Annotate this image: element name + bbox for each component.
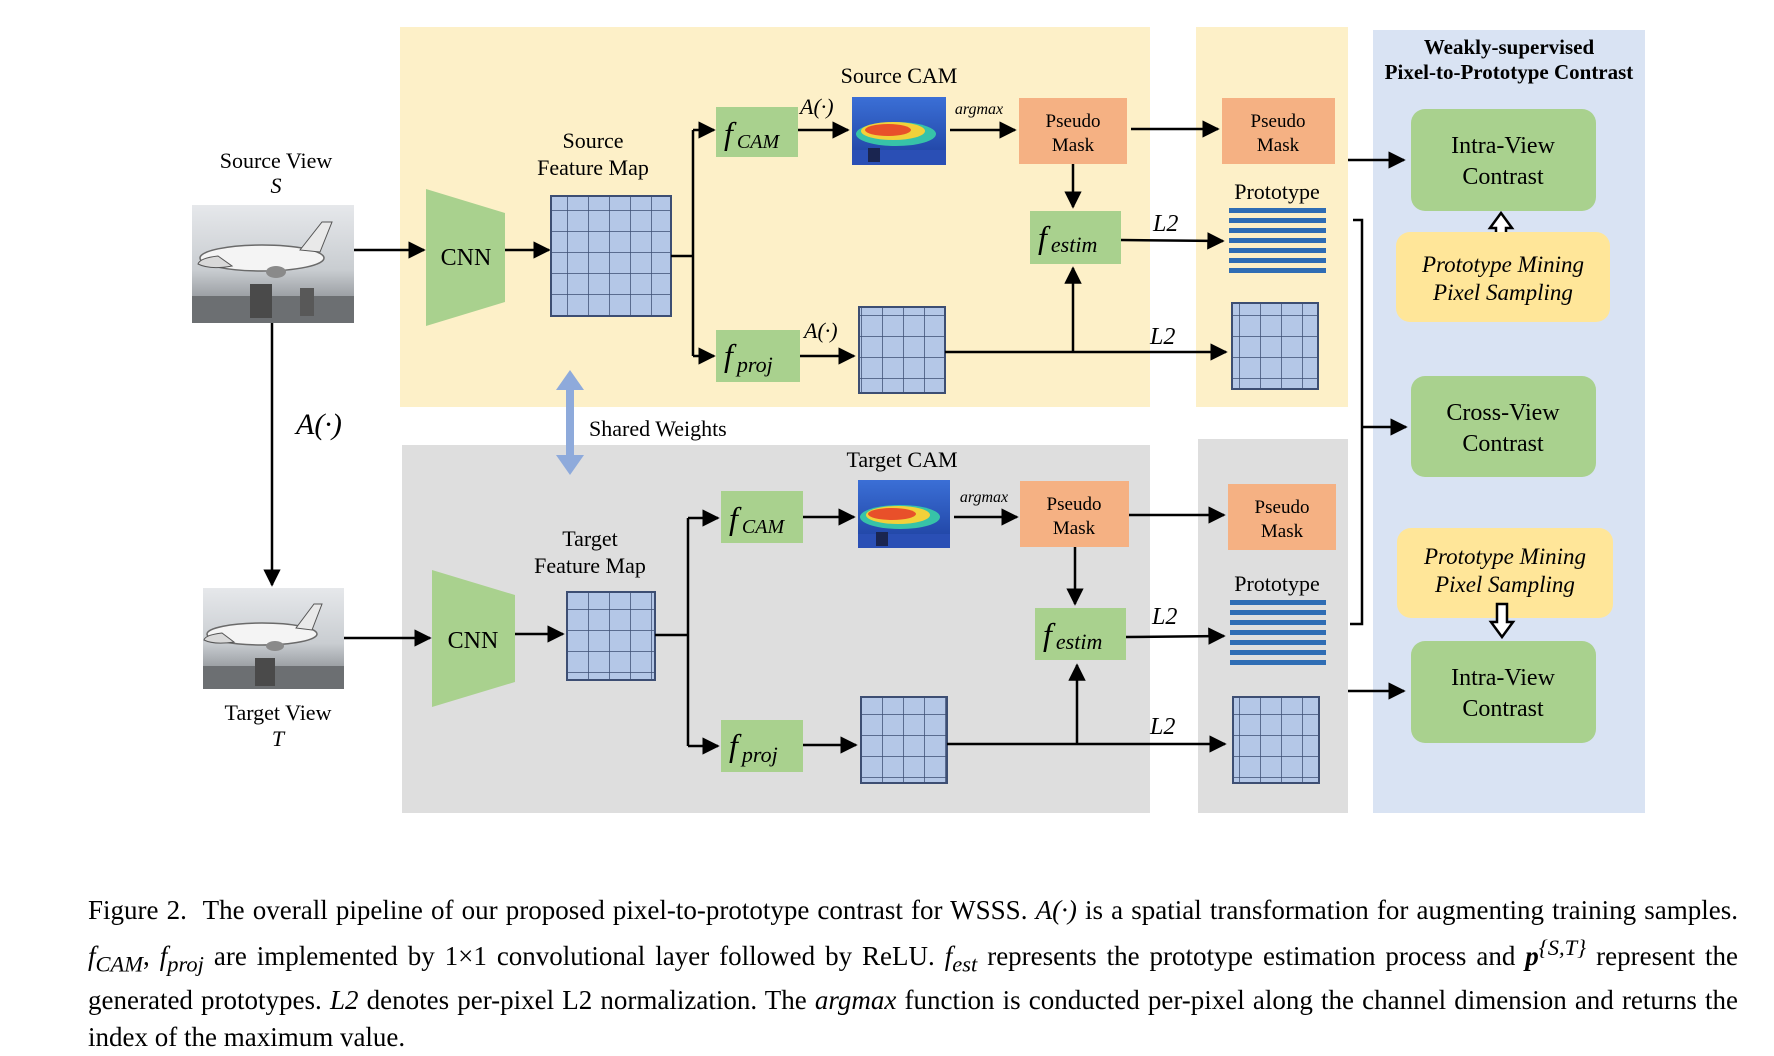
target-fcam-box (721, 491, 803, 543)
source-fproj-box (716, 330, 800, 382)
cross-view-contrast-box (1411, 376, 1596, 477)
target-view-image (203, 588, 344, 689)
target-pseudo-mask-box (1020, 481, 1129, 547)
caption-fproj: fproj (159, 941, 204, 977)
contrast-panel-title-line2: Pixel-to-Prototype Contrast (1385, 60, 1634, 84)
caption-comma: , (143, 941, 150, 971)
target-fproj-box (721, 720, 803, 772)
intra-view-contrast-bottom-line1: Intra-View (1451, 665, 1556, 691)
intra-view-contrast-top-line2: Contrast (1462, 164, 1544, 190)
caption-p-symbol: p (1525, 941, 1539, 971)
source-cam-heatmap (852, 97, 946, 165)
source-pseudo-mask-line1: Pseudo (1046, 111, 1101, 132)
target-feature-map-title-line1: Target (562, 526, 617, 551)
target-right-pseudo-mask-box (1228, 484, 1336, 550)
target-pseudo-mask-line2: Mask (1053, 518, 1096, 539)
target-prototype-label: Prototype (1234, 571, 1320, 596)
source-feature-map-title-line1: Source (562, 128, 623, 153)
target-view-label: Target View (225, 700, 332, 725)
source-cnn-trapezoid (426, 189, 505, 326)
prototype-mining-bottom-line1: Prototype Mining (1423, 544, 1586, 569)
caption-sentence-5: represent the generated prototypes. (88, 941, 1739, 1016)
caption-sentence-4: represents the prototype estimation proc… (987, 941, 1516, 971)
target-cnn-trapezoid (432, 570, 515, 707)
source-view-symbol: S (271, 173, 282, 198)
source-cnn-label: CNN (441, 245, 492, 271)
source-prototype-bars (1229, 208, 1326, 273)
prototype-bracket (1350, 218, 1364, 626)
target-right-grid (1232, 696, 1320, 784)
source-cam-title: Source CAM (841, 63, 958, 88)
target-festim-box (1035, 608, 1126, 660)
source-right-pseudo-mask-box (1222, 98, 1335, 164)
cross-view-contrast-line1: Cross-View (1446, 400, 1560, 426)
target-cam-title: Target CAM (846, 447, 957, 472)
source-aug-cam-label: A(·) (798, 94, 834, 119)
source-l2-top-label: L2 (1152, 211, 1178, 237)
source-feature-map-grid (550, 195, 672, 317)
caption-p-superscript: {S,T} (1538, 935, 1587, 960)
target-argmax-label: argmax (960, 489, 1008, 506)
source-projected-grid (858, 306, 946, 394)
caption-sentence-6: denotes per-pixel L2 normalization. The (366, 985, 807, 1016)
target-l2-bottom-label: L2 (1149, 714, 1175, 740)
intra-view-contrast-top-line1: Intra-View (1451, 133, 1556, 159)
intra-view-contrast-bottom-box (1411, 641, 1596, 743)
target-feature-map-grid (566, 591, 656, 681)
source-prototype-label: Prototype (1234, 179, 1320, 204)
caption-sentence-7: function is conducted per-pixel along th… (88, 985, 1739, 1053)
source-festim-to-prototype-arrow (1120, 232, 1225, 250)
shared-weights-arrow (556, 370, 584, 475)
source-right-pseudo-mask-line2: Mask (1257, 135, 1300, 156)
source-pseudo-mask-line2: Mask (1052, 135, 1095, 156)
caption-sentence-1: The overall pipeline of our proposed pix… (202, 895, 1028, 925)
intra-view-contrast-top-box (1411, 109, 1596, 211)
caption-fest: fest (944, 941, 978, 977)
source-right-pseudo-mask-line1: Pseudo (1251, 111, 1306, 132)
source-fcam-box (716, 107, 798, 157)
prototype-mining-bottom-line2: Pixel Sampling (1434, 572, 1575, 597)
intra-view-contrast-bottom-line2: Contrast (1462, 696, 1544, 722)
target-right-pseudo-mask-line1: Pseudo (1255, 497, 1310, 518)
source-feature-map-title-line2: Feature Map (537, 155, 649, 180)
caption-figure-label: Figure 2. (88, 895, 187, 925)
target-feature-map-title-line2: Feature Map (534, 553, 646, 578)
prototype-mining-top-box (1396, 232, 1610, 322)
source-l2-bottom-label: L2 (1149, 324, 1175, 350)
target-pseudo-mask-line1: Pseudo (1047, 494, 1102, 515)
target-projected-grid (860, 696, 948, 784)
prototype-mining-top-line1: Prototype Mining (1421, 252, 1584, 277)
source-right-grid (1231, 302, 1319, 390)
source-festim-box (1030, 211, 1121, 264)
target-right-pseudo-mask-line2: Mask (1261, 521, 1304, 542)
source-view-label: Source View (220, 148, 333, 173)
target-cnn-label: CNN (448, 628, 499, 654)
cross-view-contrast-line2: Contrast (1462, 431, 1544, 457)
target-l2-top-label: L2 (1151, 604, 1177, 630)
caption-argmax: argmax (814, 985, 897, 1016)
figure-caption: Figure 2. The overall pipeline of our pr… (88, 892, 1738, 1056)
source-argmax-label: argmax (955, 101, 1003, 118)
prototype-mining-top-line2: Pixel Sampling (1432, 280, 1573, 305)
target-cam-heatmap (858, 480, 950, 548)
caption-sentence-2: is a spatial transformation for augmenti… (1084, 895, 1739, 925)
contrast-panel-title-line1: Weakly-supervised (1424, 35, 1595, 59)
caption-a-symbol: A(·) (1035, 895, 1077, 925)
prototype-mining-bottom-box (1397, 528, 1613, 618)
target-view-symbol: T (272, 726, 286, 751)
mining-to-intra-bottom-hollow-arrow (1488, 602, 1516, 640)
shared-weights-label: Shared Weights (589, 416, 727, 441)
caption-l2: L2 (329, 985, 359, 1016)
source-pseudo-mask-box (1019, 98, 1127, 164)
caption-fcam: fCAM (88, 941, 144, 977)
source-aug-proj-label: A(·) (802, 318, 838, 343)
target-prototype-bars (1230, 600, 1326, 665)
caption-sentence-3: are implemented by 1×1 convolutional lay… (213, 941, 935, 971)
source-view-image (192, 205, 354, 323)
augmentation-label: A(·) (294, 408, 342, 441)
target-festim-to-prototype-arrow (1125, 627, 1226, 645)
